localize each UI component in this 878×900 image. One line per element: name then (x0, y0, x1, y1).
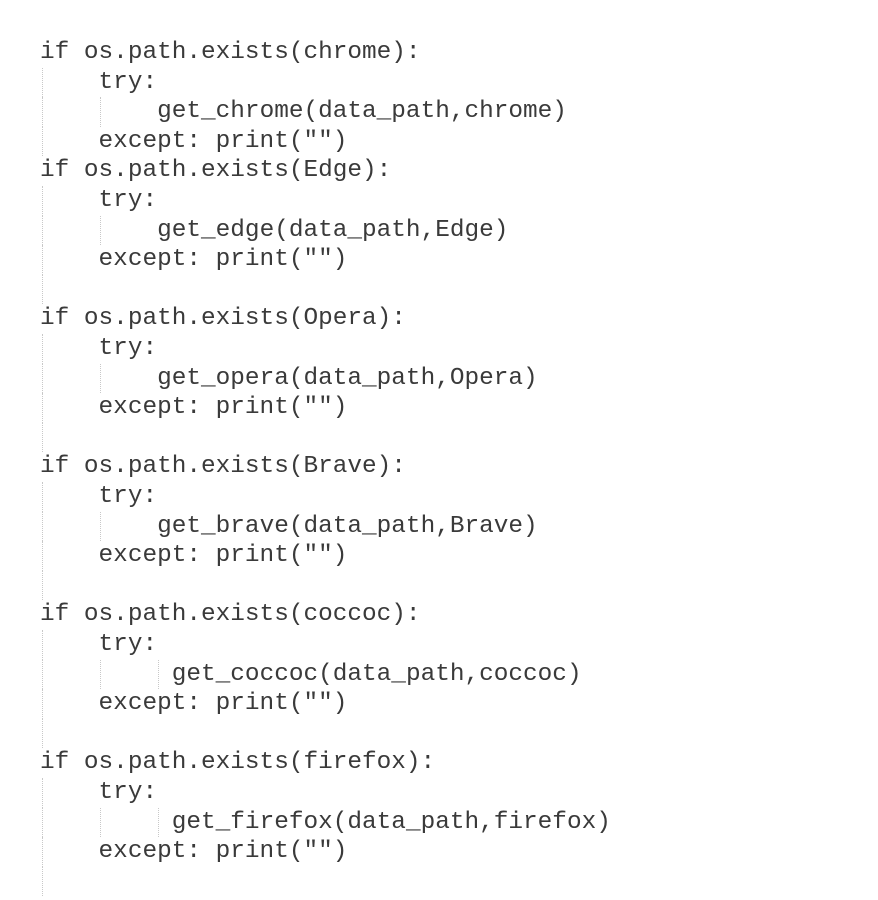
code-line: get_edge(data_path,Edge) (157, 216, 509, 244)
code-line: try: (98, 631, 158, 658)
indent-guide (100, 659, 101, 690)
indent-guide (42, 718, 43, 749)
indent-guide (158, 807, 159, 838)
code-line: if os.path.exists(Opera): (40, 305, 406, 333)
indent-guide (42, 215, 43, 246)
code-line: try: (98, 68, 158, 96)
code-line: get_brave(data_path,Brave) (157, 512, 538, 540)
indent-guide (42, 659, 43, 690)
indent-guide (42, 245, 43, 275)
code-line: get_firefox(data_path,firefox) (171, 808, 611, 836)
code-line: except: print("") (98, 127, 348, 155)
indent-guide (42, 97, 43, 127)
code-line: except: print("") (98, 246, 348, 274)
indent-guide (42, 482, 43, 512)
indent-guide (42, 363, 43, 394)
indent-guide (42, 393, 43, 423)
indent-guide (100, 807, 101, 838)
code-line: get_opera(data_path,Opera) (157, 364, 538, 392)
indent-guide (42, 422, 43, 453)
indent-guide (42, 334, 43, 364)
code-line: except: print("") (98, 838, 348, 866)
code-line: try: (98, 483, 158, 510)
indent-guide (42, 866, 43, 897)
code-line: except: print("") (98, 394, 348, 422)
code-line: if os.path.exists(firefox): (40, 749, 436, 777)
indent-guide (42, 274, 43, 305)
indent-guide (42, 186, 43, 216)
indent-guide (42, 837, 43, 867)
code-line: get_chrome(data_path,chrome) (157, 98, 567, 126)
code-line: if os.path.exists(Edge): (40, 157, 392, 185)
indent-guide (42, 570, 43, 601)
code-line: if os.path.exists(chrome): (40, 39, 421, 66)
indent-guide (42, 511, 43, 542)
code-line: get_coccoc(data_path,coccoc) (171, 660, 582, 688)
code-line: except: print("") (98, 542, 348, 570)
indent-guide (158, 659, 159, 690)
code-line: except: print("") (98, 690, 348, 718)
indent-guide (100, 363, 101, 394)
indent-guide (100, 215, 101, 246)
code-line: try: (98, 335, 158, 362)
indent-guide (100, 97, 101, 127)
indent-guide (42, 67, 43, 98)
indent-guide (42, 630, 43, 660)
indent-guide (42, 807, 43, 838)
indent-guide (42, 126, 43, 157)
code-line: if os.path.exists(Brave): (40, 453, 406, 481)
indent-guide (42, 778, 43, 808)
indent-guide (100, 511, 101, 542)
code-line: try: (98, 779, 158, 806)
code-line: if os.path.exists(coccoc): (40, 601, 421, 629)
indent-guide (42, 689, 43, 719)
code-line: try: (98, 187, 158, 214)
indent-guide (42, 541, 43, 571)
